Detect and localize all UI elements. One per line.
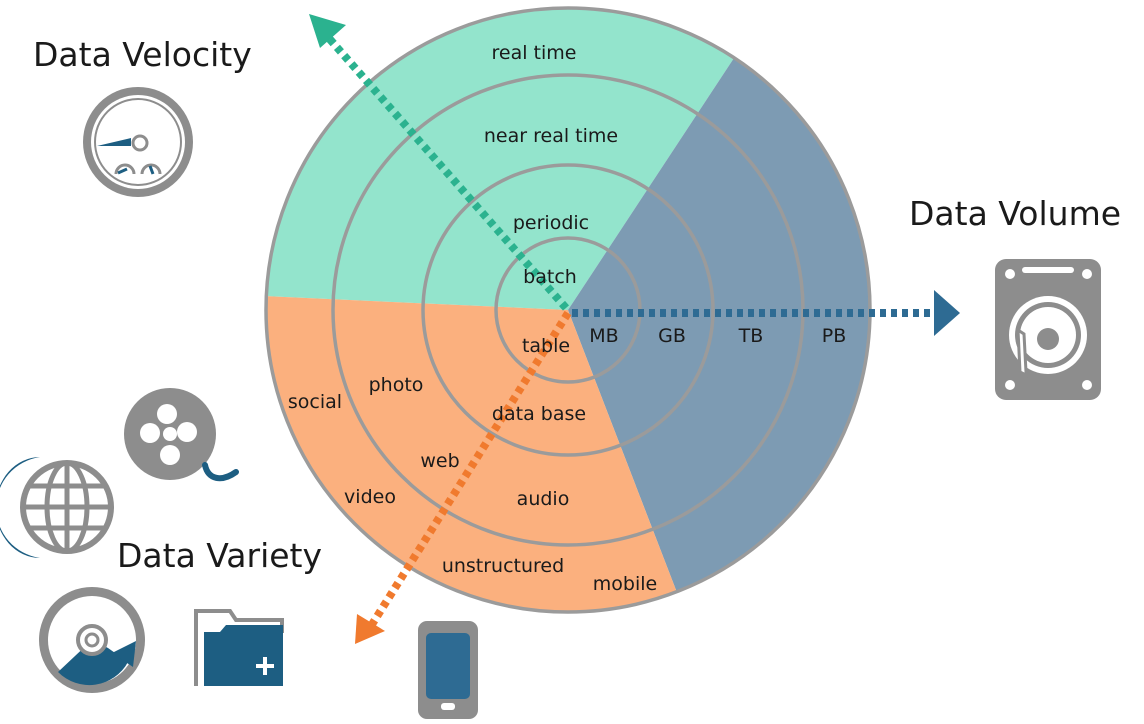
volume-label-mb: MB — [589, 325, 618, 347]
variety-label-photo: photo — [369, 374, 424, 396]
volume-title: Data Volume — [909, 194, 1121, 233]
velocity-label-batch: batch — [523, 266, 577, 288]
variety-label-unstructured: unstructured — [442, 555, 564, 577]
velocity-axis — [323, 33, 570, 311]
volume-arrowhead — [934, 290, 960, 336]
variety-label-web: web — [420, 450, 459, 472]
variety-arrowhead — [355, 614, 385, 644]
volume-label-gb: GB — [658, 325, 686, 347]
volume-sector — [568, 8, 870, 612]
velocity-labels: real time near real time periodic batch — [484, 42, 618, 288]
variety-label-social: social — [288, 391, 342, 413]
variety-title: Data Variety — [117, 536, 322, 575]
volume-label-pb: PB — [822, 325, 847, 347]
variety-label-audio: audio — [517, 488, 570, 510]
film-reel-icon — [124, 388, 239, 482]
hard-drive-icon — [995, 259, 1101, 400]
velocity-label-periodic: periodic — [513, 212, 589, 234]
velocity-arrowhead — [309, 14, 346, 48]
disc-icon — [39, 587, 145, 693]
variety-label-video: video — [344, 486, 396, 508]
velocity-label-real-time: real time — [492, 42, 577, 64]
volume-label-tb: TB — [738, 325, 764, 347]
velocity-title: Data Velocity — [33, 35, 252, 74]
globe-icon — [0, 457, 114, 558]
variety-label-mobile: mobile — [593, 573, 657, 595]
phone-icon — [418, 621, 478, 719]
variety-label-table: table — [522, 335, 570, 357]
folder-add-icon — [194, 609, 284, 686]
ring-2 — [421, 163, 715, 457]
variety-axis — [367, 310, 572, 629]
variety-labels: table data base photo social web audio v… — [288, 335, 657, 595]
volume-labels: MB GB TB PB — [589, 325, 846, 347]
variety-label-data-base: data base — [492, 403, 586, 425]
velocity-label-near-real-time: near real time — [484, 125, 618, 147]
axes — [309, 14, 960, 644]
speedometer-icon — [83, 87, 193, 197]
